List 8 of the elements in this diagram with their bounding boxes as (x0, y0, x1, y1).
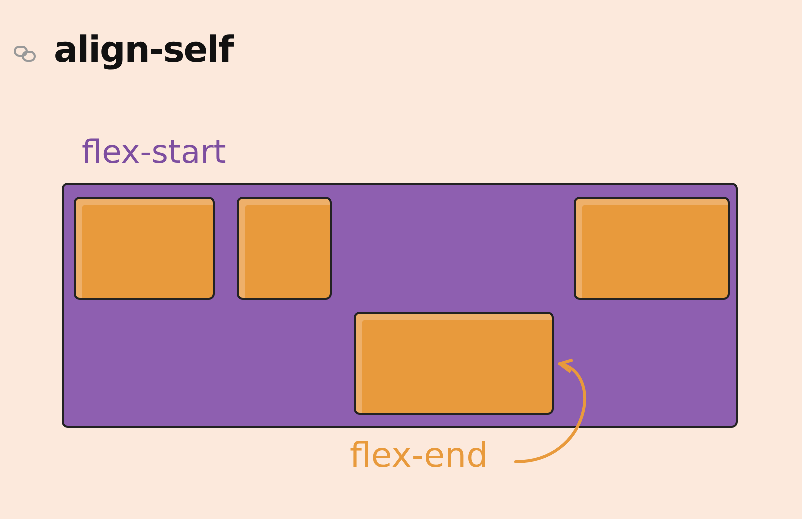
flex-item (237, 197, 332, 300)
container-heading: flex-start (82, 133, 226, 171)
flex-end-label: flex-end (350, 436, 520, 484)
flex-item (574, 197, 730, 300)
arrow (514, 361, 586, 464)
title: align-self (54, 30, 234, 71)
flex-item (74, 197, 215, 300)
flex-item (354, 312, 554, 415)
